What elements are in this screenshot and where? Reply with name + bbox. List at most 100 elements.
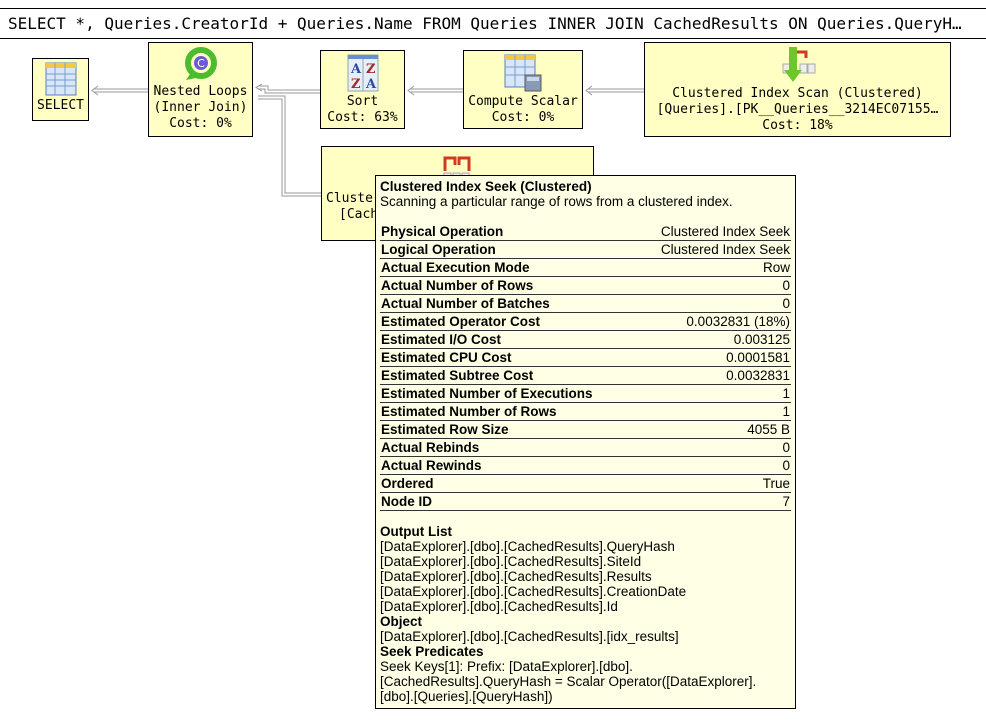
node-label: Clustered Index Scan (Clustered) bbox=[672, 86, 923, 101]
property-value: Row bbox=[634, 258, 791, 277]
property-name: Actual Number of Batches bbox=[380, 294, 635, 313]
property-value: 0 bbox=[634, 276, 791, 295]
tooltip-title: Clustered Index Seek (Clustered) bbox=[380, 179, 592, 194]
arrow-nested-to-select bbox=[91, 85, 148, 96]
property-value: 1 bbox=[634, 402, 791, 421]
result-table-icon bbox=[45, 62, 76, 96]
query-text-bar: SELECT *, Queries.CreatorId + Queries.Na… bbox=[0, 8, 986, 39]
property-name: Estimated Subtree Cost bbox=[380, 366, 635, 385]
property-value: 1 bbox=[634, 384, 791, 403]
seek-predicate-line: [CachedResults].QueryHash = Scalar Opera… bbox=[380, 674, 757, 689]
property-value: 7 bbox=[634, 492, 791, 511]
property-name: Physical Operation bbox=[380, 223, 635, 241]
property-name: Actual Number of Rows bbox=[380, 276, 635, 295]
arrow-seek-to-nested bbox=[258, 95, 321, 197]
seek-predicates-label: Seek Predicates bbox=[380, 644, 484, 659]
node-label: Nested Loops bbox=[153, 84, 248, 99]
query-text: SELECT *, Queries.CreatorId + Queries.Na… bbox=[8, 14, 962, 33]
svg-text:A: A bbox=[365, 77, 377, 92]
property-value: 0 bbox=[634, 294, 791, 313]
object-label: Object bbox=[380, 614, 423, 629]
node-compute-scalar[interactable]: Compute Scalar Cost: 0% bbox=[463, 50, 583, 129]
svg-text:C: C bbox=[197, 57, 205, 70]
node-nested-loops[interactable]: C Nested Loops (Inner Join) Cost: 0% bbox=[148, 42, 253, 137]
node-sublabel: [Queries].[PK__Queries__3214EC07155… bbox=[656, 102, 939, 117]
svg-text:Z: Z bbox=[351, 77, 361, 92]
property-name: Estimated Row Size bbox=[380, 420, 635, 439]
output-column: [DataExplorer].[dbo].[CachedResults].Id bbox=[380, 599, 618, 614]
property-value: 0 bbox=[634, 456, 791, 475]
property-name: Estimated Operator Cost bbox=[380, 312, 635, 331]
arrow-sort-to-nested bbox=[255, 83, 320, 94]
property-name: Logical Operation bbox=[380, 240, 635, 259]
node-clustered-index-scan[interactable]: Clustered Index Scan (Clustered) [Querie… bbox=[644, 42, 951, 137]
seek-predicate-line: Seek Keys[1]: Prefix: [DataExplorer].[db… bbox=[380, 659, 633, 674]
node-label: Sort bbox=[346, 94, 379, 109]
output-list-label: Output List bbox=[380, 524, 452, 539]
property-value: 0.0032831 bbox=[634, 366, 791, 385]
node-cost: Cost: 0% bbox=[169, 116, 232, 131]
property-name: Node ID bbox=[380, 492, 635, 511]
node-cost: Cost: 63% bbox=[327, 110, 398, 125]
property-name: Estimated Number of Rows bbox=[380, 402, 635, 421]
output-column: [DataExplorer].[dbo].[CachedResults].Sit… bbox=[380, 554, 642, 569]
node-cost: Cost: 18% bbox=[762, 118, 833, 133]
operator-tooltip: Clustered Index Seek (Clustered) Scannin… bbox=[375, 175, 796, 709]
seek-predicate-line: [dbo].[Queries].[QueryHash]) bbox=[380, 689, 553, 704]
property-name: Ordered bbox=[380, 474, 635, 493]
node-sublabel: [Cach bbox=[339, 207, 379, 222]
arrow-compute-to-sort bbox=[407, 85, 463, 96]
tooltip-description: Scanning a particular range of rows from… bbox=[380, 194, 733, 209]
node-sublabel: (Inner Join) bbox=[153, 100, 248, 115]
property-value: 0.003125 bbox=[634, 330, 791, 349]
nested-loops-icon: C bbox=[184, 47, 217, 80]
node-cost: Cost: 0% bbox=[491, 110, 555, 125]
property-name: Actual Rebinds bbox=[380, 438, 635, 457]
node-label: SELECT bbox=[37, 98, 84, 113]
property-value: Clustered Index Seek bbox=[634, 223, 791, 241]
clustered-index-scan-icon bbox=[782, 47, 815, 82]
arrow-scan-to-compute bbox=[585, 85, 644, 96]
property-name: Estimated Number of Executions bbox=[380, 384, 635, 403]
property-name: Estimated CPU Cost bbox=[380, 348, 635, 367]
output-column: [DataExplorer].[dbo].[CachedResults].Res… bbox=[380, 569, 652, 584]
object-value: [DataExplorer].[dbo].[CachedResults].[id… bbox=[380, 629, 679, 644]
property-name: Actual Execution Mode bbox=[380, 258, 635, 277]
output-column: [DataExplorer].[dbo].[CachedResults].Que… bbox=[380, 539, 675, 554]
property-value: 0 bbox=[634, 438, 791, 457]
property-value: 0.0032831 (18%) bbox=[634, 312, 791, 331]
property-value: 0.0001581 bbox=[634, 348, 791, 367]
compute-scalar-icon bbox=[504, 54, 542, 92]
svg-text:Z: Z bbox=[366, 62, 376, 77]
node-label: Compute Scalar bbox=[468, 94, 578, 109]
node-label: Cluste bbox=[326, 191, 373, 206]
property-name: Estimated I/O Cost bbox=[380, 330, 635, 349]
node-select[interactable]: SELECT bbox=[32, 58, 89, 121]
svg-text:A: A bbox=[350, 62, 362, 77]
property-value: True bbox=[634, 474, 791, 493]
property-name: Actual Rewinds bbox=[380, 456, 635, 475]
property-value: Clustered Index Seek bbox=[634, 240, 791, 259]
output-column: [DataExplorer].[dbo].[CachedResults].Cre… bbox=[380, 584, 687, 599]
property-value: 4055 B bbox=[634, 420, 791, 439]
